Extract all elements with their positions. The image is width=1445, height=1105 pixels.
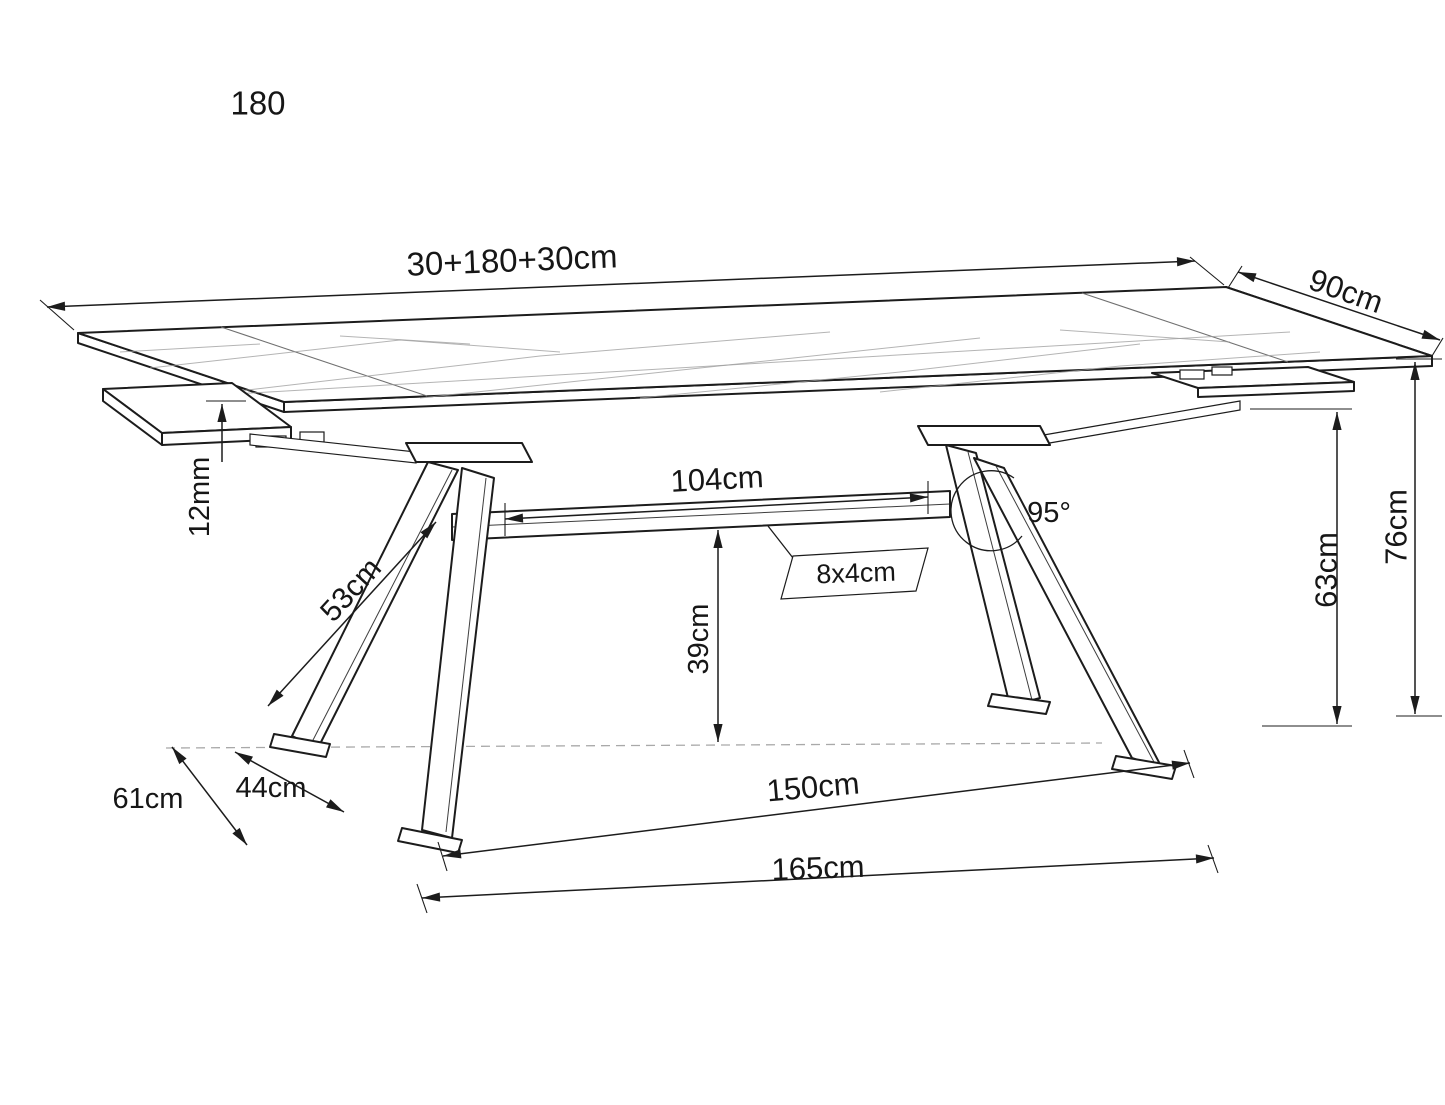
hinge-hardware — [1211, 366, 1233, 376]
dim-total-height: 76cm — [1379, 358, 1442, 717]
dim-beam-section: 8x4cm — [767, 525, 929, 600]
tabletop-marble-veins — [119, 292, 1321, 399]
dim-length-total: 30+180+30cm — [39, 237, 1225, 331]
right-mount-plate — [917, 425, 1051, 446]
foot-depth-inner-label: 44cm — [236, 772, 307, 804]
model-label: 180 — [230, 85, 285, 122]
left-front-leg — [421, 467, 495, 839]
dim-beam-floor-clearance: 39cm — [683, 530, 723, 742]
leg-angle-label: 95° — [1027, 497, 1071, 529]
dim-feet-span-inner: 150cm — [437, 749, 1195, 872]
dim-leg-angle: 95° — [950, 470, 1071, 552]
dim-top-thickness: 12mm — [184, 400, 246, 538]
beam-section-label: 8x4cm — [816, 557, 897, 590]
length-total-label: 30+180+30cm — [406, 237, 618, 282]
angle-arc — [950, 470, 1023, 552]
left-mount-plate — [405, 442, 533, 463]
feet-span-outer-label: 165cm — [771, 849, 865, 887]
right-extension-leaf — [1037, 366, 1355, 446]
beam-section-callout — [780, 547, 929, 600]
feet-span-inner-label: 150cm — [765, 766, 861, 809]
hinge-hardware — [1179, 369, 1205, 380]
beam-floor-clearance-label: 39cm — [683, 604, 715, 675]
tabletop — [77, 286, 1433, 413]
underframe-rail-right — [1037, 400, 1241, 446]
left-extension-leaf — [102, 382, 417, 464]
right-leg-assembly — [917, 425, 1177, 780]
underframe-rail-left — [249, 433, 417, 464]
left-leg-assembly — [269, 442, 533, 854]
underside-height-label: 63cm — [1309, 532, 1344, 608]
dim-foot-depth-outer: 61cm — [113, 746, 248, 846]
top-thickness-label: 12mm — [184, 457, 216, 538]
foot-depth-outer-label: 61cm — [113, 783, 184, 815]
dim-underside-height: 63cm — [1250, 408, 1352, 727]
dim-beam-length: 104cm — [504, 459, 929, 536]
beam-length-label: 104cm — [670, 459, 765, 499]
support-beam — [451, 490, 951, 541]
depth-label: 90cm — [1304, 262, 1387, 320]
right-rear-foot — [987, 693, 1051, 715]
dim-foot-depth-inner: 44cm — [234, 751, 345, 813]
dim-feet-span-outer: 165cm — [416, 844, 1219, 914]
total-height-label: 76cm — [1379, 489, 1414, 565]
